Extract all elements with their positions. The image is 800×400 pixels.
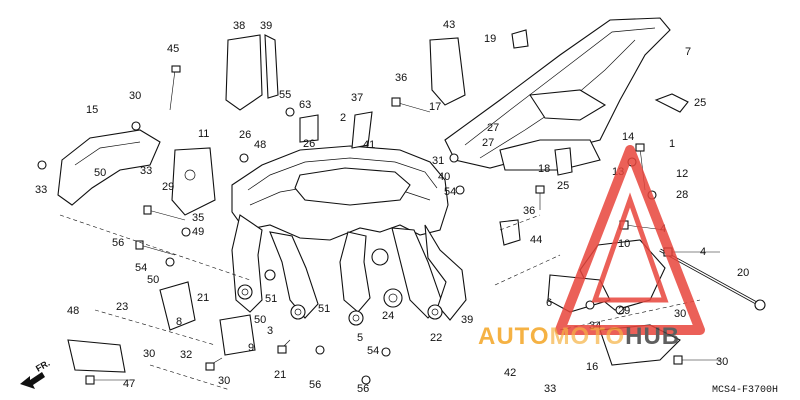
callout-29a[interactable]: 29 (162, 181, 174, 193)
callout-30b[interactable]: 30 (143, 348, 155, 360)
callout-47[interactable]: 47 (123, 378, 135, 390)
rear-subframe[interactable] (444, 17, 671, 171)
front-label: FR. (34, 358, 52, 374)
left-step-bracket[interactable] (57, 129, 216, 216)
callout-39a[interactable]: 39 (260, 20, 272, 32)
strap (264, 34, 279, 99)
callout-16[interactable]: 16 (586, 361, 598, 373)
callout-54a[interactable]: 54 (135, 262, 147, 274)
callout-44[interactable]: 44 (530, 234, 542, 246)
callout-37[interactable]: 37 (351, 92, 363, 104)
callout-6[interactable]: 6 (546, 297, 552, 309)
callout-51a[interactable]: 51 (265, 293, 277, 305)
bolts (37, 65, 720, 385)
callout-10[interactable]: 10 (618, 238, 630, 250)
battery-holder-plate (225, 34, 263, 111)
callout-22[interactable]: 22 (430, 332, 442, 344)
callout-26a[interactable]: 26 (239, 129, 251, 141)
callout-40[interactable]: 40 (438, 171, 450, 183)
callout-35[interactable]: 35 (192, 212, 204, 224)
callout-42[interactable]: 42 (504, 367, 516, 379)
watermark-text: AUTOMOTOHUB (478, 323, 680, 350)
callout-49[interactable]: 49 (192, 226, 204, 238)
callout-25a[interactable]: 25 (694, 97, 706, 109)
callout-7[interactable]: 7 (685, 46, 691, 58)
callout-9[interactable]: 9 (248, 342, 254, 354)
watermark-logo: AUTOMOTOHUB (478, 145, 705, 350)
callout-33c[interactable]: 33 (544, 383, 556, 395)
callout-26b[interactable]: 26 (303, 138, 315, 150)
callout-3[interactable]: 3 (267, 325, 273, 337)
callout-28[interactable]: 28 (676, 189, 688, 201)
callout-14[interactable]: 14 (622, 131, 634, 143)
callout-38[interactable]: 38 (233, 20, 245, 32)
callout-54b[interactable]: 54 (444, 186, 456, 198)
callout-50a[interactable]: 50 (94, 167, 106, 179)
callout-56b[interactable]: 56 (309, 379, 321, 391)
front-arrow-icon (20, 372, 45, 389)
callout-50c[interactable]: 50 (254, 314, 266, 326)
callout-11[interactable]: 11 (198, 128, 209, 140)
callout-17[interactable]: 17 (429, 101, 441, 113)
bracket-43 (429, 37, 466, 106)
callout-24[interactable]: 24 (382, 310, 394, 322)
callout-33a[interactable]: 33 (35, 184, 47, 196)
callout-54c[interactable]: 54 (367, 345, 379, 357)
callout-20[interactable]: 20 (737, 267, 749, 279)
callouts: 1 2 3 4 4 5 6 7 8 9 10 11 12 13 14 15 16… (35, 19, 749, 395)
callout-39b[interactable]: 39 (461, 314, 473, 326)
triangle-logo-icon (555, 145, 705, 335)
callout-21b[interactable]: 21 (274, 369, 286, 381)
callout-18[interactable]: 18 (538, 163, 550, 175)
main-frame[interactable] (231, 145, 467, 326)
small-components[interactable] (225, 29, 689, 246)
callout-36a[interactable]: 36 (395, 72, 407, 84)
callout-30c[interactable]: 30 (218, 375, 230, 387)
callout-31[interactable]: 31 (432, 155, 444, 167)
triangle-inner-icon (591, 192, 669, 303)
callout-12[interactable]: 12 (676, 168, 688, 180)
callout-43[interactable]: 43 (443, 19, 455, 31)
callout-2[interactable]: 2 (340, 112, 346, 124)
callout-25b[interactable]: 25 (557, 180, 569, 192)
callout-23[interactable]: 23 (116, 301, 128, 313)
callout-55[interactable]: 55 (279, 89, 291, 101)
callout-30d[interactable]: 30 (674, 308, 686, 320)
callout-15[interactable]: 15 (86, 104, 98, 116)
callout-36b[interactable]: 36 (523, 205, 535, 217)
callout-1[interactable]: 1 (669, 138, 675, 150)
callout-50b[interactable]: 50 (147, 274, 159, 286)
engine-hanger-plates[interactable] (67, 281, 256, 373)
callout-5[interactable]: 5 (357, 332, 363, 344)
callout-41[interactable]: 41 (363, 139, 375, 151)
callout-19[interactable]: 19 (484, 33, 496, 45)
callout-8[interactable]: 8 (176, 316, 182, 328)
callout-51b[interactable]: 51 (318, 303, 330, 315)
callout-30a[interactable]: 30 (129, 90, 141, 102)
callout-33b[interactable]: 33 (140, 165, 152, 177)
callout-27b[interactable]: 27 (482, 137, 494, 149)
callout-21a[interactable]: 21 (197, 292, 209, 304)
diagram-code: MCS4-F3700H (712, 385, 778, 396)
callout-56c[interactable]: 56 (357, 383, 369, 395)
front-direction-indicator: FR. (20, 358, 52, 389)
callout-32[interactable]: 32 (180, 349, 192, 361)
callout-29b[interactable]: 29 (618, 305, 630, 317)
callout-48a[interactable]: 48 (254, 139, 266, 151)
callout-56a[interactable]: 56 (112, 237, 124, 249)
callout-48b[interactable]: 48 (67, 305, 79, 317)
callout-30e[interactable]: 30 (716, 356, 728, 368)
callout-4b[interactable]: 4 (700, 246, 706, 258)
callout-45[interactable]: 45 (167, 43, 179, 55)
callout-27a[interactable]: 27 (487, 122, 499, 134)
callout-63[interactable]: 63 (299, 99, 311, 111)
